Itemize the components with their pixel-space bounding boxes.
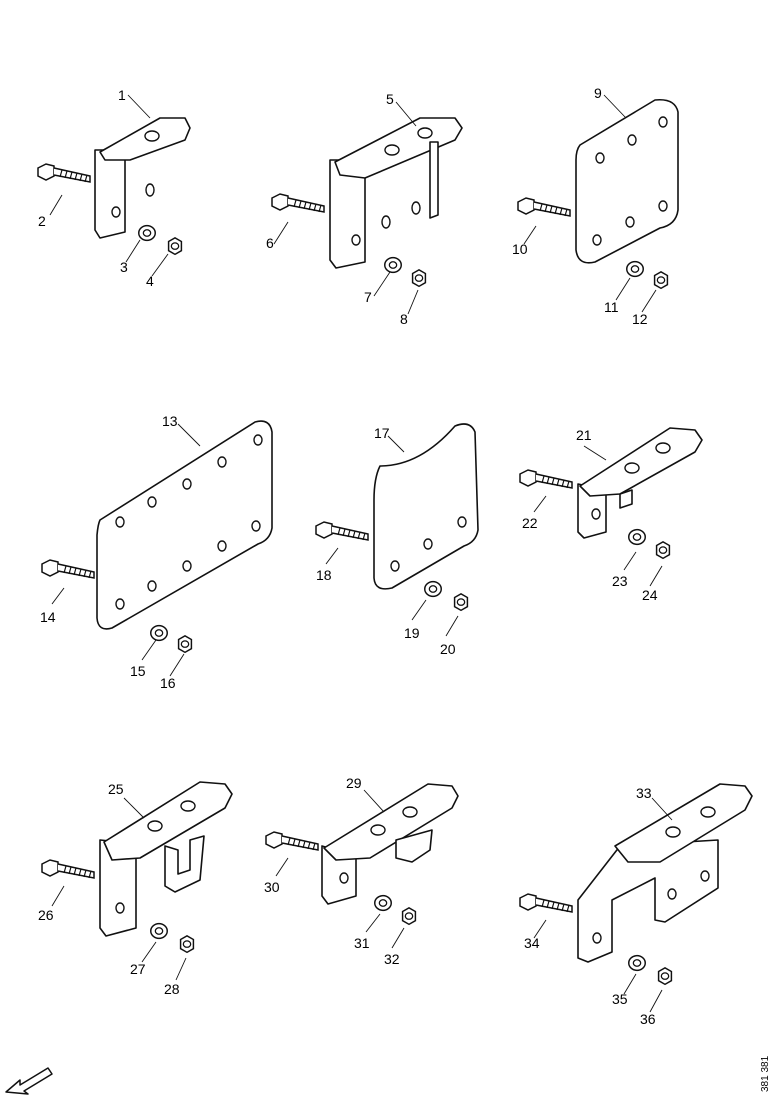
plate-part-17 bbox=[373, 423, 479, 590]
plate-part-9 bbox=[575, 98, 679, 264]
bolt-icon bbox=[265, 831, 319, 851]
callout-number: 10 bbox=[512, 241, 528, 257]
callout-number: 16 bbox=[160, 675, 176, 691]
callout-number: 34 bbox=[524, 935, 540, 951]
hex-nut-icon bbox=[179, 935, 195, 954]
hex-nut-icon bbox=[655, 541, 671, 560]
bracket-part-1 bbox=[94, 117, 191, 239]
bracket-part-25 bbox=[99, 781, 233, 937]
document-id: 381 381 bbox=[760, 1055, 771, 1092]
callout-number: 17 bbox=[374, 425, 390, 441]
callout-number: 21 bbox=[576, 427, 592, 443]
callout-number: 24 bbox=[642, 587, 658, 603]
bolt-icon bbox=[315, 521, 369, 541]
callout-number: 12 bbox=[632, 311, 648, 327]
callout-number: 22 bbox=[522, 515, 538, 531]
callout-number: 26 bbox=[38, 907, 54, 923]
callout-number: 11 bbox=[604, 299, 619, 315]
callout-number: 36 bbox=[640, 1011, 656, 1027]
bolt-icon bbox=[517, 197, 571, 217]
callout-number: 29 bbox=[346, 775, 362, 791]
callout-number: 35 bbox=[612, 991, 628, 1007]
washer-icon bbox=[150, 624, 168, 642]
callout-number: 8 bbox=[400, 311, 408, 327]
bracket-part-5 bbox=[329, 117, 463, 269]
bolt-icon bbox=[519, 469, 573, 489]
callout-number: 23 bbox=[612, 573, 628, 589]
callout-number: 6 bbox=[266, 235, 274, 251]
hex-nut-icon bbox=[411, 269, 427, 288]
hex-nut-icon bbox=[177, 635, 193, 654]
callout-number: 19 bbox=[404, 625, 420, 641]
callout-number: 20 bbox=[440, 641, 456, 657]
washer-icon bbox=[384, 256, 402, 274]
bolt-icon bbox=[519, 893, 573, 913]
callout-number: 31 bbox=[354, 935, 370, 951]
callout-number: 33 bbox=[636, 785, 652, 801]
callout-number: 28 bbox=[164, 981, 180, 997]
hex-nut-icon bbox=[657, 967, 673, 986]
callout-number: 15 bbox=[130, 663, 146, 679]
callout-number: 18 bbox=[316, 567, 332, 583]
callout-number: 9 bbox=[594, 85, 602, 101]
callout-number: 32 bbox=[384, 951, 400, 967]
callout-number: 4 bbox=[146, 273, 154, 289]
bolt-icon bbox=[37, 163, 91, 183]
washer-icon bbox=[138, 224, 156, 242]
callout-number: 25 bbox=[108, 781, 124, 797]
callout-number: 13 bbox=[162, 413, 178, 429]
direction-arrow-icon bbox=[5, 1067, 53, 1095]
hex-nut-icon bbox=[167, 237, 183, 256]
bracket-part-21 bbox=[577, 427, 703, 539]
bolt-icon bbox=[41, 859, 95, 879]
callout-number: 2 bbox=[38, 213, 46, 229]
callout-number: 3 bbox=[120, 259, 128, 275]
bracket-part-29 bbox=[321, 783, 459, 905]
plate-part-13 bbox=[96, 420, 273, 630]
washer-icon bbox=[150, 922, 168, 940]
callout-number: 7 bbox=[364, 289, 372, 305]
callout-number: 5 bbox=[386, 91, 394, 107]
callout-number: 30 bbox=[264, 879, 280, 895]
bracket-part-33 bbox=[577, 783, 753, 963]
bolt-icon bbox=[41, 559, 95, 579]
hex-nut-icon bbox=[653, 271, 669, 290]
bolt-icon bbox=[271, 193, 325, 213]
washer-icon bbox=[424, 580, 442, 598]
callout-number: 27 bbox=[130, 961, 146, 977]
washer-icon bbox=[626, 260, 644, 278]
callout-number: 1 bbox=[118, 87, 126, 103]
washer-icon bbox=[628, 954, 646, 972]
callout-number: 14 bbox=[40, 609, 56, 625]
hex-nut-icon bbox=[401, 907, 417, 926]
washer-icon bbox=[374, 894, 392, 912]
washer-icon bbox=[628, 528, 646, 546]
hex-nut-icon bbox=[453, 593, 469, 612]
